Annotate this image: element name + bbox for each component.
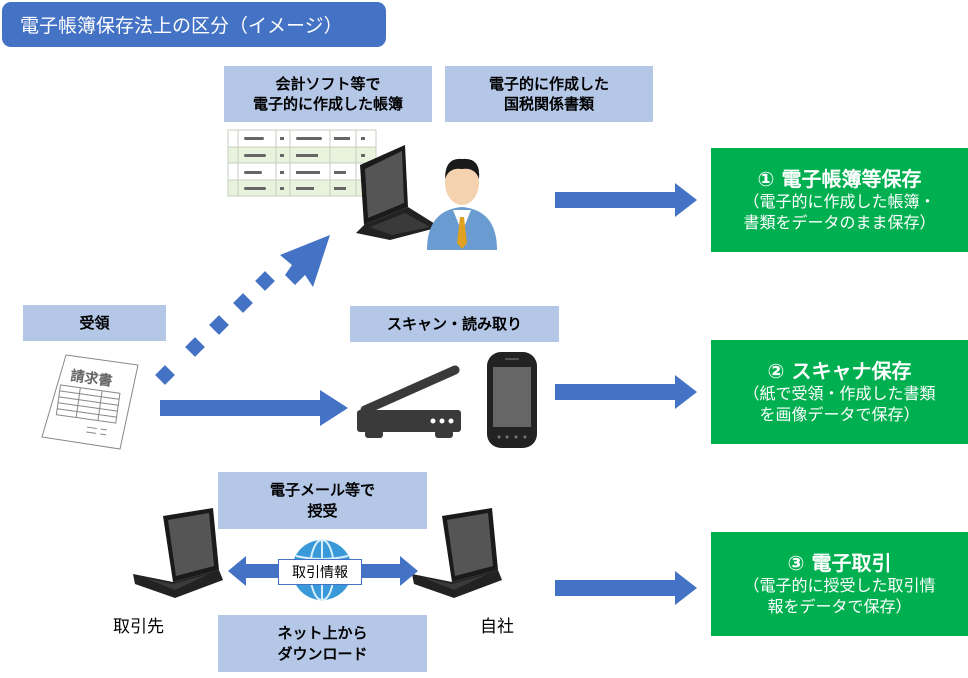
person-icon [427, 158, 497, 250]
category-desc-line: を画像データで保存） [759, 405, 920, 424]
label-received: 受領 [23, 305, 166, 341]
label-line: 電子メール等で [269, 481, 375, 500]
arrow-to-category-3 [555, 571, 697, 605]
scanner-icon [357, 365, 461, 438]
category-title: ① 電子帳簿等保存 [757, 167, 922, 192]
partner-label: 取引先 [113, 617, 164, 637]
label-line: 電子的に作成した [488, 74, 609, 93]
category-desc-line: 報をデータで保存） [767, 597, 912, 616]
dotted-diagonal-arrow [155, 235, 330, 385]
category-desc-line: 書類をデータのまま保存） [743, 213, 936, 232]
label-line: 国税関係書類 [503, 95, 594, 113]
label-email: 電子メール等で 授受 [218, 472, 427, 529]
ledger-sheet-icon [227, 129, 377, 197]
label-accounting-software: 会計ソフト等で 電子的に作成した帳簿 [224, 66, 432, 122]
label-line: 電子的に作成した帳簿 [252, 95, 403, 113]
arrow-to-category-2 [555, 375, 697, 409]
category-title: ② スキャナ保存 [767, 359, 912, 384]
scan-flow-arrow [160, 390, 348, 426]
category-scanner-storage: ② スキャナ保存 （紙で受領・作成した書類 を画像データで保存） [711, 340, 968, 444]
category-electronic-transaction: ③ 電子取引 （電子的に授受した取引情 報をデータで保存） [711, 532, 968, 636]
category-electronic-books: ① 電子帳簿等保存 （電子的に作成した帳簿・ 書類をデータのまま保存） [711, 148, 968, 252]
transaction-info-label: 取引情報 [278, 559, 362, 585]
label-line: 会計ソフト等で [275, 74, 381, 93]
label-line: ネット上から [277, 624, 368, 643]
label-line: ダウンロード [277, 644, 368, 663]
own-laptop-icon [412, 508, 502, 598]
arrow-to-category-1 [555, 183, 697, 217]
label-scan: スキャン・読み取り [350, 306, 559, 342]
category-title: ③ 電子取引 [787, 551, 892, 576]
partner-laptop-icon [133, 508, 223, 598]
category-desc-line: （電子的に作成した帳簿・ [743, 192, 936, 212]
category-desc-line: （電子的に授受した取引情 [743, 576, 936, 596]
laptop-icon [356, 145, 440, 240]
label-tax-documents: 電子的に作成した 国税関係書類 [445, 66, 653, 122]
smartphone-icon [487, 352, 537, 448]
own-company-label: 自社 [480, 617, 514, 637]
diagram-title: 電子帳簿保存法上の区分（イメージ） [2, 2, 386, 47]
label-download: ネット上から ダウンロード [218, 615, 427, 672]
label-line: 授受 [307, 501, 338, 520]
category-desc-line: （紙で受領・作成した書類 [743, 384, 936, 404]
invoice-text: 請求書 [69, 367, 113, 390]
invoice-document-icon: 請求書 [41, 354, 139, 450]
